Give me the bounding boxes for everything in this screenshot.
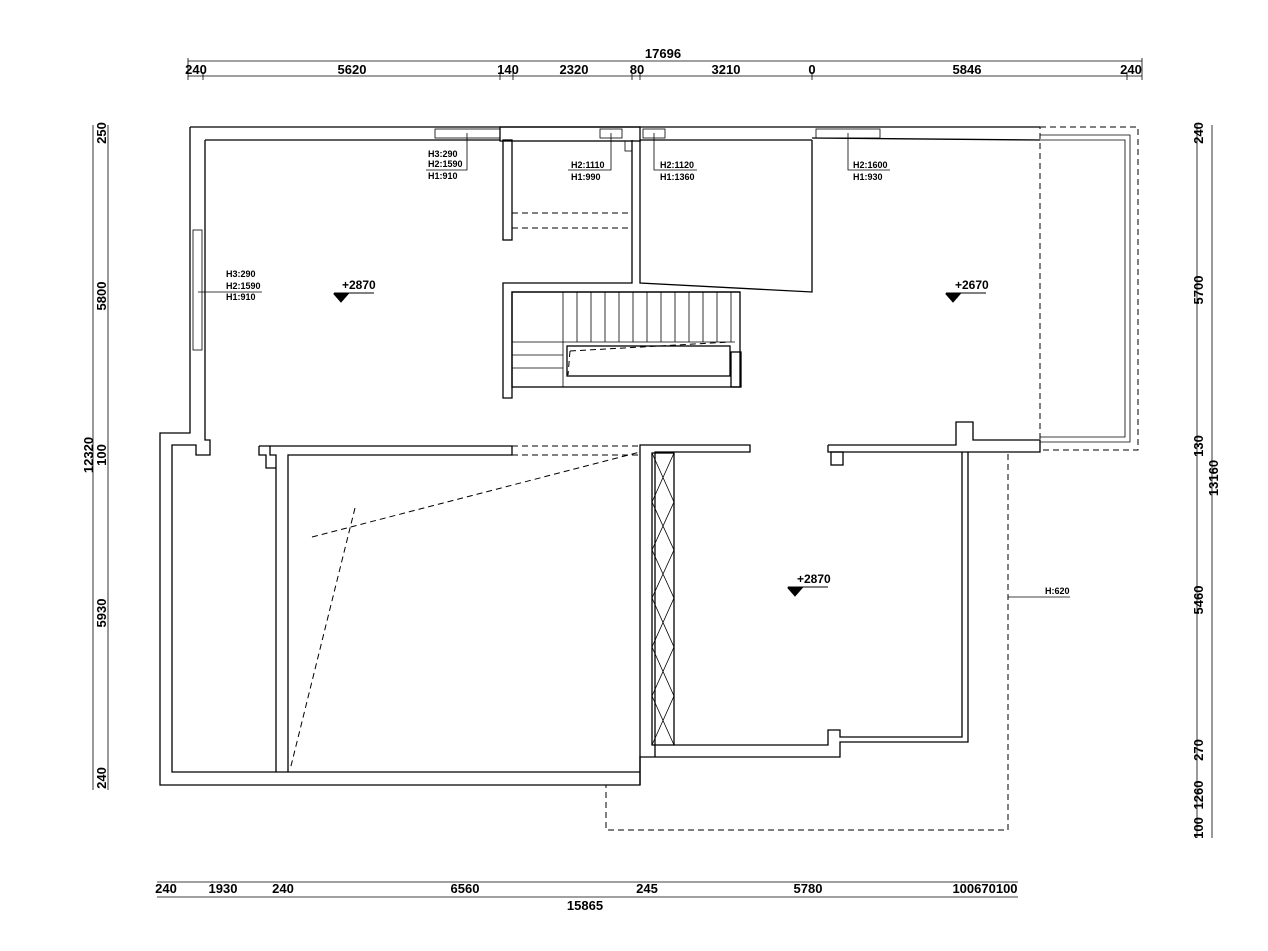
top-dim: 5846	[953, 62, 982, 77]
left-dim: 5800	[94, 282, 109, 311]
top-dim: 5620	[338, 62, 367, 77]
top-dim: 80	[630, 62, 644, 77]
top-dim: 140	[497, 62, 519, 77]
bottom-dim: 240	[272, 881, 294, 896]
level-marks: +2870 +2670 +2870	[332, 278, 989, 597]
left-total-dim: 12320	[81, 437, 96, 473]
bottom-dim: 240	[155, 881, 177, 896]
top-dimension-chain: 17696 240 5620 140 2320 80 3210 0 5846 2…	[185, 46, 1143, 80]
right-dim: 5700	[1191, 276, 1206, 305]
bottom-dim: 100670100	[952, 881, 1017, 896]
window-label: H2:1590	[226, 281, 261, 291]
top-dim: 240	[1120, 62, 1142, 77]
window-label: H1:930	[853, 172, 883, 182]
level-mark: +2870	[797, 572, 831, 586]
window-label: H2:1600	[853, 160, 888, 170]
left-dim: 250	[94, 122, 109, 144]
window-label: H2:1110	[571, 160, 605, 170]
window-label: H3:290	[226, 269, 256, 279]
bottom-total-dim: 15865	[567, 898, 603, 913]
level-mark: +2870	[342, 278, 376, 292]
bottom-dim: 5780	[794, 881, 823, 896]
level-mark: +2670	[955, 278, 989, 292]
top-total-dim: 17696	[645, 46, 681, 61]
right-dim: 100	[1191, 817, 1206, 839]
left-dimension-chain: 250 5800 100 5930 240 12320	[81, 122, 109, 790]
railing-height-label: H:620	[1045, 586, 1070, 596]
right-dim: 270	[1191, 739, 1206, 761]
right-dim: 5460	[1191, 586, 1206, 615]
right-dim: 240	[1191, 122, 1206, 144]
right-dim: 130	[1191, 435, 1206, 457]
right-dimension-chain: 240 5700 130 5460 270 1260 100 13160	[1191, 122, 1221, 839]
window-label: H1:910	[226, 292, 256, 302]
bottom-dimension-chain: 240 1930 240 6560 245 5780 100670100 158…	[155, 881, 1018, 913]
top-dim: 240	[185, 62, 207, 77]
bottom-dim: 1930	[209, 881, 238, 896]
window-labels: H3:290 H2:1590 H1:910 H3:290 H2:1590 H1:…	[198, 133, 890, 302]
walls	[159, 126, 1139, 831]
left-dim: 100	[94, 444, 109, 466]
window-label: H1:990	[571, 172, 601, 182]
window-label: H2:1590	[428, 159, 463, 169]
window-label: H2:1120	[660, 160, 694, 170]
window-label: H1:910	[428, 171, 458, 181]
left-dim: 5930	[94, 599, 109, 628]
top-dim: 2320	[560, 62, 589, 77]
left-dim: 240	[94, 767, 109, 789]
right-total-dim: 13160	[1206, 460, 1221, 496]
bottom-dim: 245	[636, 881, 658, 896]
top-dim: 0	[808, 62, 815, 77]
window-label: H3:290	[428, 149, 458, 159]
bottom-dim: 6560	[451, 881, 480, 896]
window-label: H1:1360	[660, 172, 695, 182]
top-dim: 3210	[712, 62, 741, 77]
right-dim: 1260	[1191, 781, 1206, 810]
